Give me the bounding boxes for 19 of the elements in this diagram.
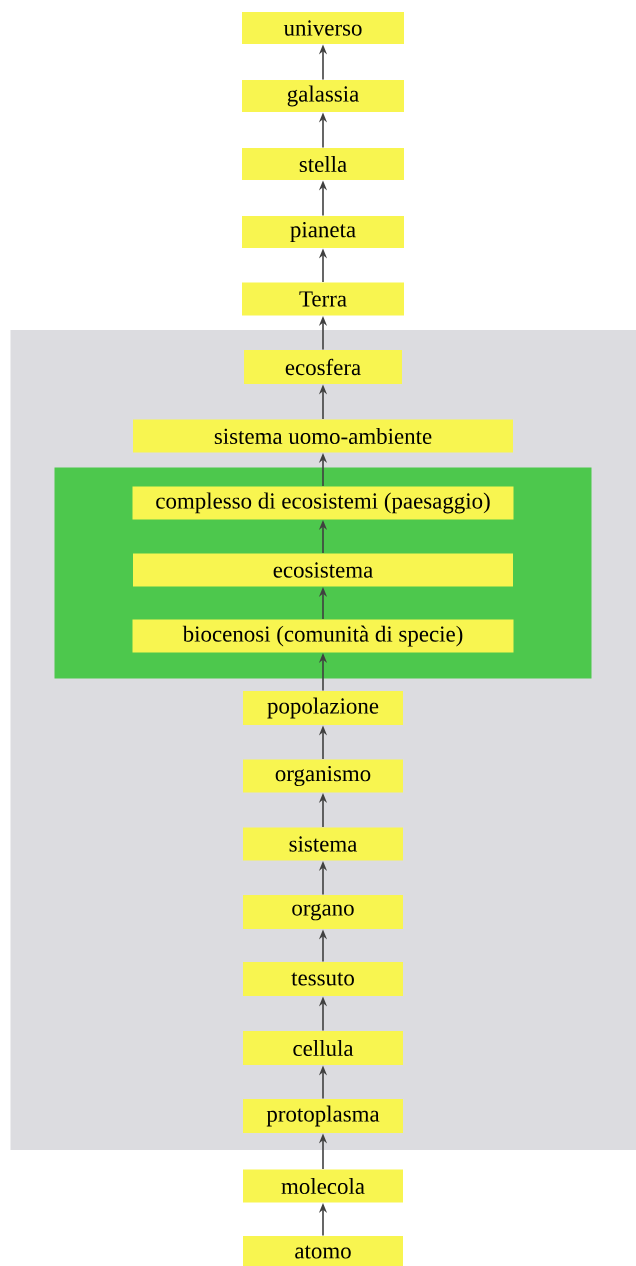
level-box: galassia: [242, 80, 404, 112]
level-box: sistema: [243, 827, 403, 861]
level-box: protoplasma: [243, 1099, 403, 1133]
level-box: atomo: [243, 1236, 403, 1266]
level-box: organo: [243, 895, 403, 929]
level-box: complesso di ecosistemi (paesaggio): [132, 486, 514, 520]
level-box: biocenosi (comunità di specie): [132, 619, 514, 653]
level-box: organismo: [243, 759, 403, 793]
level-box: sistema uomo-ambiente: [133, 419, 513, 453]
level-box: tessuto: [243, 962, 403, 996]
level-box: ecosfera: [244, 350, 402, 384]
level-box: cellula: [243, 1031, 403, 1065]
level-box: pianeta: [242, 216, 404, 248]
level-box: Terra: [242, 282, 404, 316]
level-box: popolazione: [243, 691, 403, 725]
level-box: ecosistema: [133, 553, 513, 587]
level-box: stella: [242, 148, 404, 180]
level-box: universo: [242, 12, 404, 44]
level-box: molecola: [243, 1169, 403, 1203]
